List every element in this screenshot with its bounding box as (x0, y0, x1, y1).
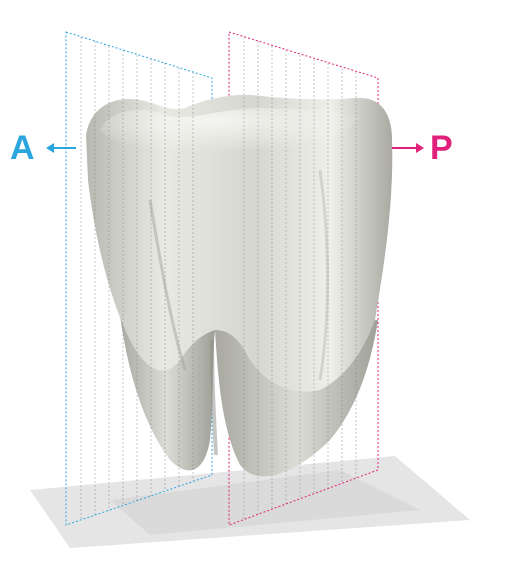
molar-tooth (86, 95, 392, 476)
anterior-label: A (10, 131, 35, 165)
posterior-label: P (430, 131, 453, 165)
tooth-groove-root (212, 340, 216, 455)
arrow-right-icon (392, 143, 424, 153)
arrow-left-icon (46, 143, 76, 153)
